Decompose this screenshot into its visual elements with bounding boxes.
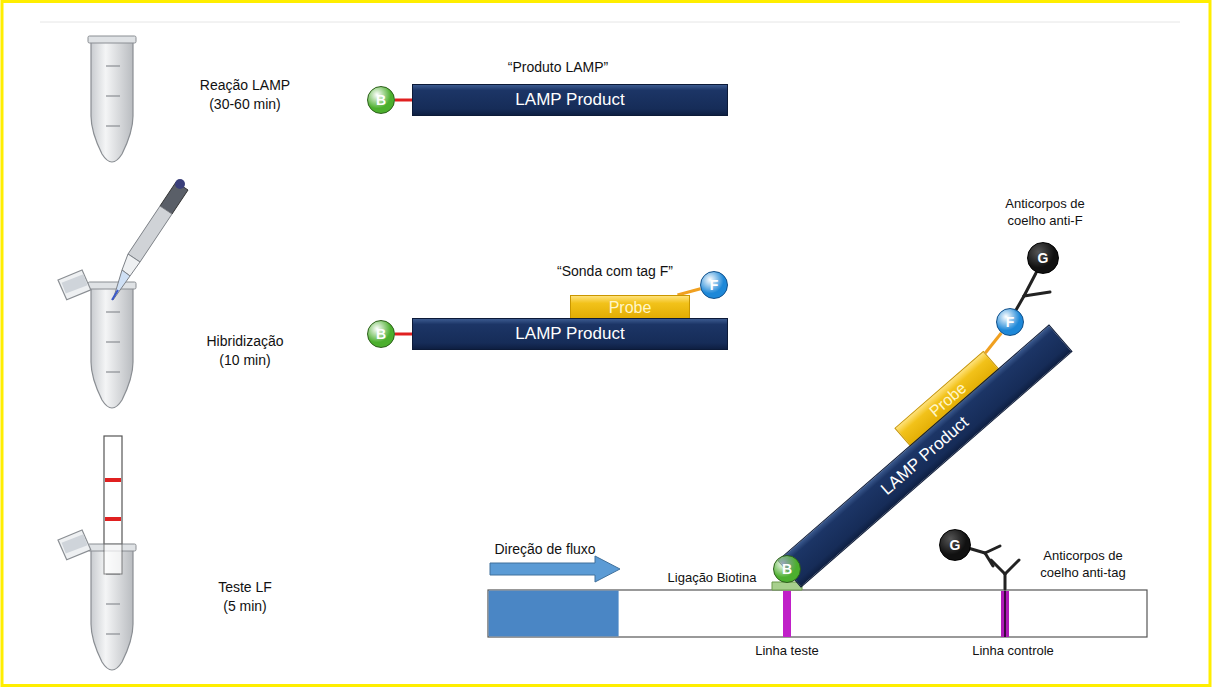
node-text: LAMP Product xyxy=(515,90,624,110)
label: Linha controle xyxy=(948,643,1078,660)
linker xyxy=(985,333,1001,353)
linker xyxy=(395,99,412,102)
antibody xyxy=(968,546,1019,589)
node-text: F xyxy=(1006,314,1015,330)
label: Hibridização xyxy=(165,332,325,350)
label: (30-60 min) xyxy=(165,95,325,113)
label: Anticorpos de coelho anti-tag xyxy=(1025,548,1141,582)
gold-particle: G xyxy=(1027,242,1059,274)
label: (5 min) xyxy=(165,597,325,615)
label: Anticorpos de coelho anti-F xyxy=(989,196,1101,230)
lamp-product: LAMP Product xyxy=(412,318,728,350)
gold-particle: G xyxy=(939,529,971,561)
antibody xyxy=(1016,273,1050,310)
biotin-tag: B xyxy=(367,86,395,114)
node-text: B xyxy=(376,326,386,342)
biotin-tag: B xyxy=(773,555,801,583)
label: (10 min) xyxy=(165,351,325,369)
label: Direção de fluxo xyxy=(475,540,615,558)
fitc-tag: F xyxy=(700,271,728,299)
node-text: B xyxy=(376,92,386,108)
label: “Sonda com tag F” xyxy=(515,262,715,280)
label: Ligação Biotina xyxy=(656,570,768,587)
node-text: G xyxy=(950,537,961,553)
linker xyxy=(395,333,412,336)
biotin-tag: B xyxy=(367,320,395,348)
node-text: B xyxy=(782,561,792,577)
node-text: Probe xyxy=(609,299,652,317)
label: Teste LF xyxy=(165,578,325,596)
fitc-tag: F xyxy=(996,308,1024,336)
label: Linha teste xyxy=(727,643,847,660)
lamp-product: LAMP Product xyxy=(777,324,1072,587)
label: Reação LAMP xyxy=(165,76,325,94)
node-text: LAMP Product xyxy=(515,324,624,344)
pipette xyxy=(112,179,188,300)
node-text: G xyxy=(1038,250,1049,266)
label: “Produto LAMP” xyxy=(458,58,658,76)
node-text: F xyxy=(710,277,719,293)
lamp-product: LAMP Product xyxy=(412,84,728,116)
